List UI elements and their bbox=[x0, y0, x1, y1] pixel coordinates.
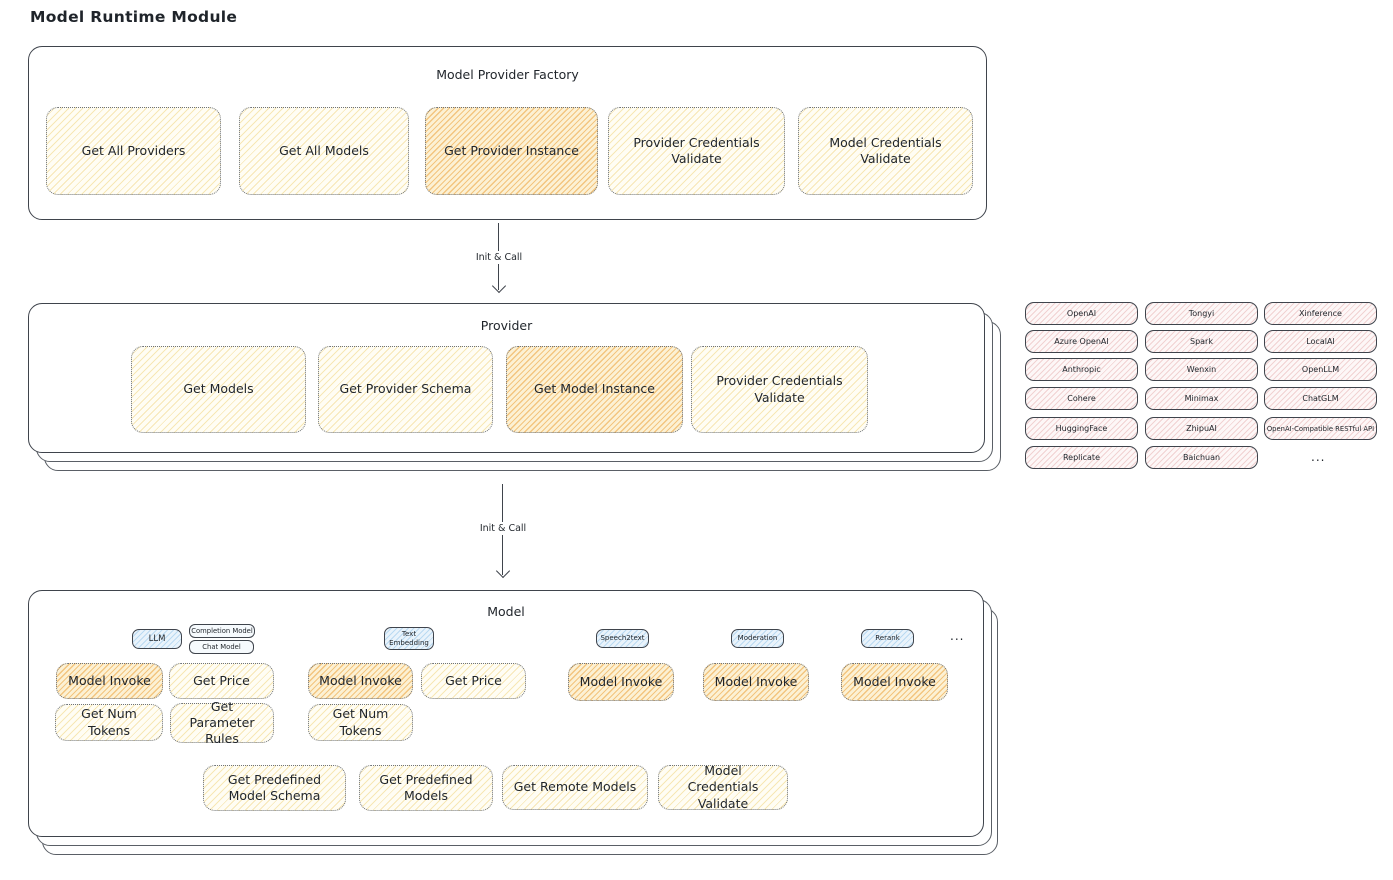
provider-chip-spark: Spark bbox=[1145, 330, 1258, 353]
model-type-text-embedding: Text Embedding bbox=[384, 627, 434, 650]
provider-chip-anthropic: Anthropic bbox=[1025, 358, 1138, 381]
provider-chip-openai: OpenAI bbox=[1025, 302, 1138, 325]
provider-chip-huggingface: HuggingFace bbox=[1025, 417, 1138, 440]
factory-get-provider-instance: Get Provider Instance bbox=[425, 107, 598, 195]
arrowhead-provider-to-model bbox=[495, 563, 511, 579]
llm-get-price: Get Price bbox=[169, 663, 274, 699]
model-type-speech2text: Speech2text bbox=[596, 629, 649, 648]
factory-model-credentials-validate: Model Credentials Validate bbox=[798, 107, 973, 195]
provider-registry-more: ... bbox=[1311, 450, 1326, 464]
model-credentials-validate: Model Credentials Validate bbox=[658, 763, 788, 811]
page-title: Model Runtime Module bbox=[30, 8, 238, 26]
provider-get-models: Get Models bbox=[131, 346, 306, 433]
factory-box: Model Provider Factory Get All Providers… bbox=[28, 46, 987, 220]
provider-chip-baichuan: Baichuan bbox=[1145, 446, 1258, 469]
provider-chip-xinference: Xinference bbox=[1264, 302, 1377, 325]
provider-chip-minimax: Minimax bbox=[1145, 387, 1258, 410]
model-title: Model bbox=[487, 604, 525, 619]
provider-chip-zhipuai: ZhipuAI bbox=[1145, 417, 1258, 440]
provider-title: Provider bbox=[480, 318, 533, 333]
moderation-model-invoke: Model Invoke bbox=[703, 663, 809, 701]
provider-chip-chatglm: ChatGLM bbox=[1264, 387, 1377, 410]
factory-title: Model Provider Factory bbox=[436, 67, 579, 82]
model-type-rerank: Rerank bbox=[861, 629, 914, 648]
llm-model-invoke: Model Invoke bbox=[56, 663, 163, 699]
provider-chip-cohere: Cohere bbox=[1025, 387, 1138, 410]
factory-get-all-models: Get All Models bbox=[239, 107, 409, 195]
provider-get-provider-schema: Get Provider Schema bbox=[318, 346, 493, 433]
factory-provider-credentials-validate: Provider Credentials Validate bbox=[608, 107, 785, 195]
embedding-get-num-tokens: Get Num Tokens bbox=[308, 704, 413, 741]
model-type-more: ... bbox=[950, 629, 965, 643]
factory-get-all-providers: Get All Providers bbox=[46, 107, 221, 195]
model-type-moderation: Moderation bbox=[731, 629, 784, 648]
provider-chip-wenxin: Wenxin bbox=[1145, 358, 1258, 381]
model-box: Model LLM Completion Model Chat Model Te… bbox=[28, 590, 984, 837]
arrow-label-init-call-1: Init & Call bbox=[470, 251, 528, 264]
provider-chip-tongyi: Tongyi bbox=[1145, 302, 1258, 325]
llm-get-parameter-rules: Get Parameter Rules bbox=[170, 699, 274, 746]
provider-chip-azure-openai: Azure OpenAI bbox=[1025, 330, 1138, 353]
model-type-chat-model: Chat Model bbox=[189, 640, 254, 654]
get-predefined-model-schema: Get Predefined Model Schema bbox=[203, 765, 346, 811]
speech2text-model-invoke: Model Invoke bbox=[568, 663, 674, 701]
model-type-llm: LLM bbox=[132, 629, 182, 649]
get-predefined-models: Get Predefined Models bbox=[359, 765, 493, 811]
provider-get-model-instance: Get Model Instance bbox=[506, 346, 683, 433]
provider-chip-openai-compatible-restful-api: OpenAI-Compatible RESTful API bbox=[1264, 417, 1377, 440]
provider-chip-replicate: Replicate bbox=[1025, 446, 1138, 469]
get-remote-models: Get Remote Models bbox=[502, 765, 648, 810]
provider-chip-openllm: OpenLLM bbox=[1264, 358, 1377, 381]
embedding-get-price: Get Price bbox=[421, 663, 526, 699]
rerank-model-invoke: Model Invoke bbox=[841, 663, 948, 701]
provider-provider-credentials-validate: Provider Credentials Validate bbox=[691, 346, 868, 433]
model-type-completion-model: Completion Model bbox=[189, 624, 255, 638]
provider-registry: OpenAI Tongyi Xinference Azure OpenAI Sp… bbox=[1025, 302, 1380, 474]
provider-chip-localai: LocalAI bbox=[1264, 330, 1377, 353]
arrow-label-init-call-2: Init & Call bbox=[474, 522, 532, 535]
provider-box: Provider Get Models Get Provider Schema … bbox=[28, 303, 985, 453]
embedding-model-invoke: Model Invoke bbox=[308, 663, 413, 699]
llm-get-num-tokens: Get Num Tokens bbox=[55, 704, 163, 741]
arrowhead-factory-to-provider bbox=[491, 278, 507, 294]
